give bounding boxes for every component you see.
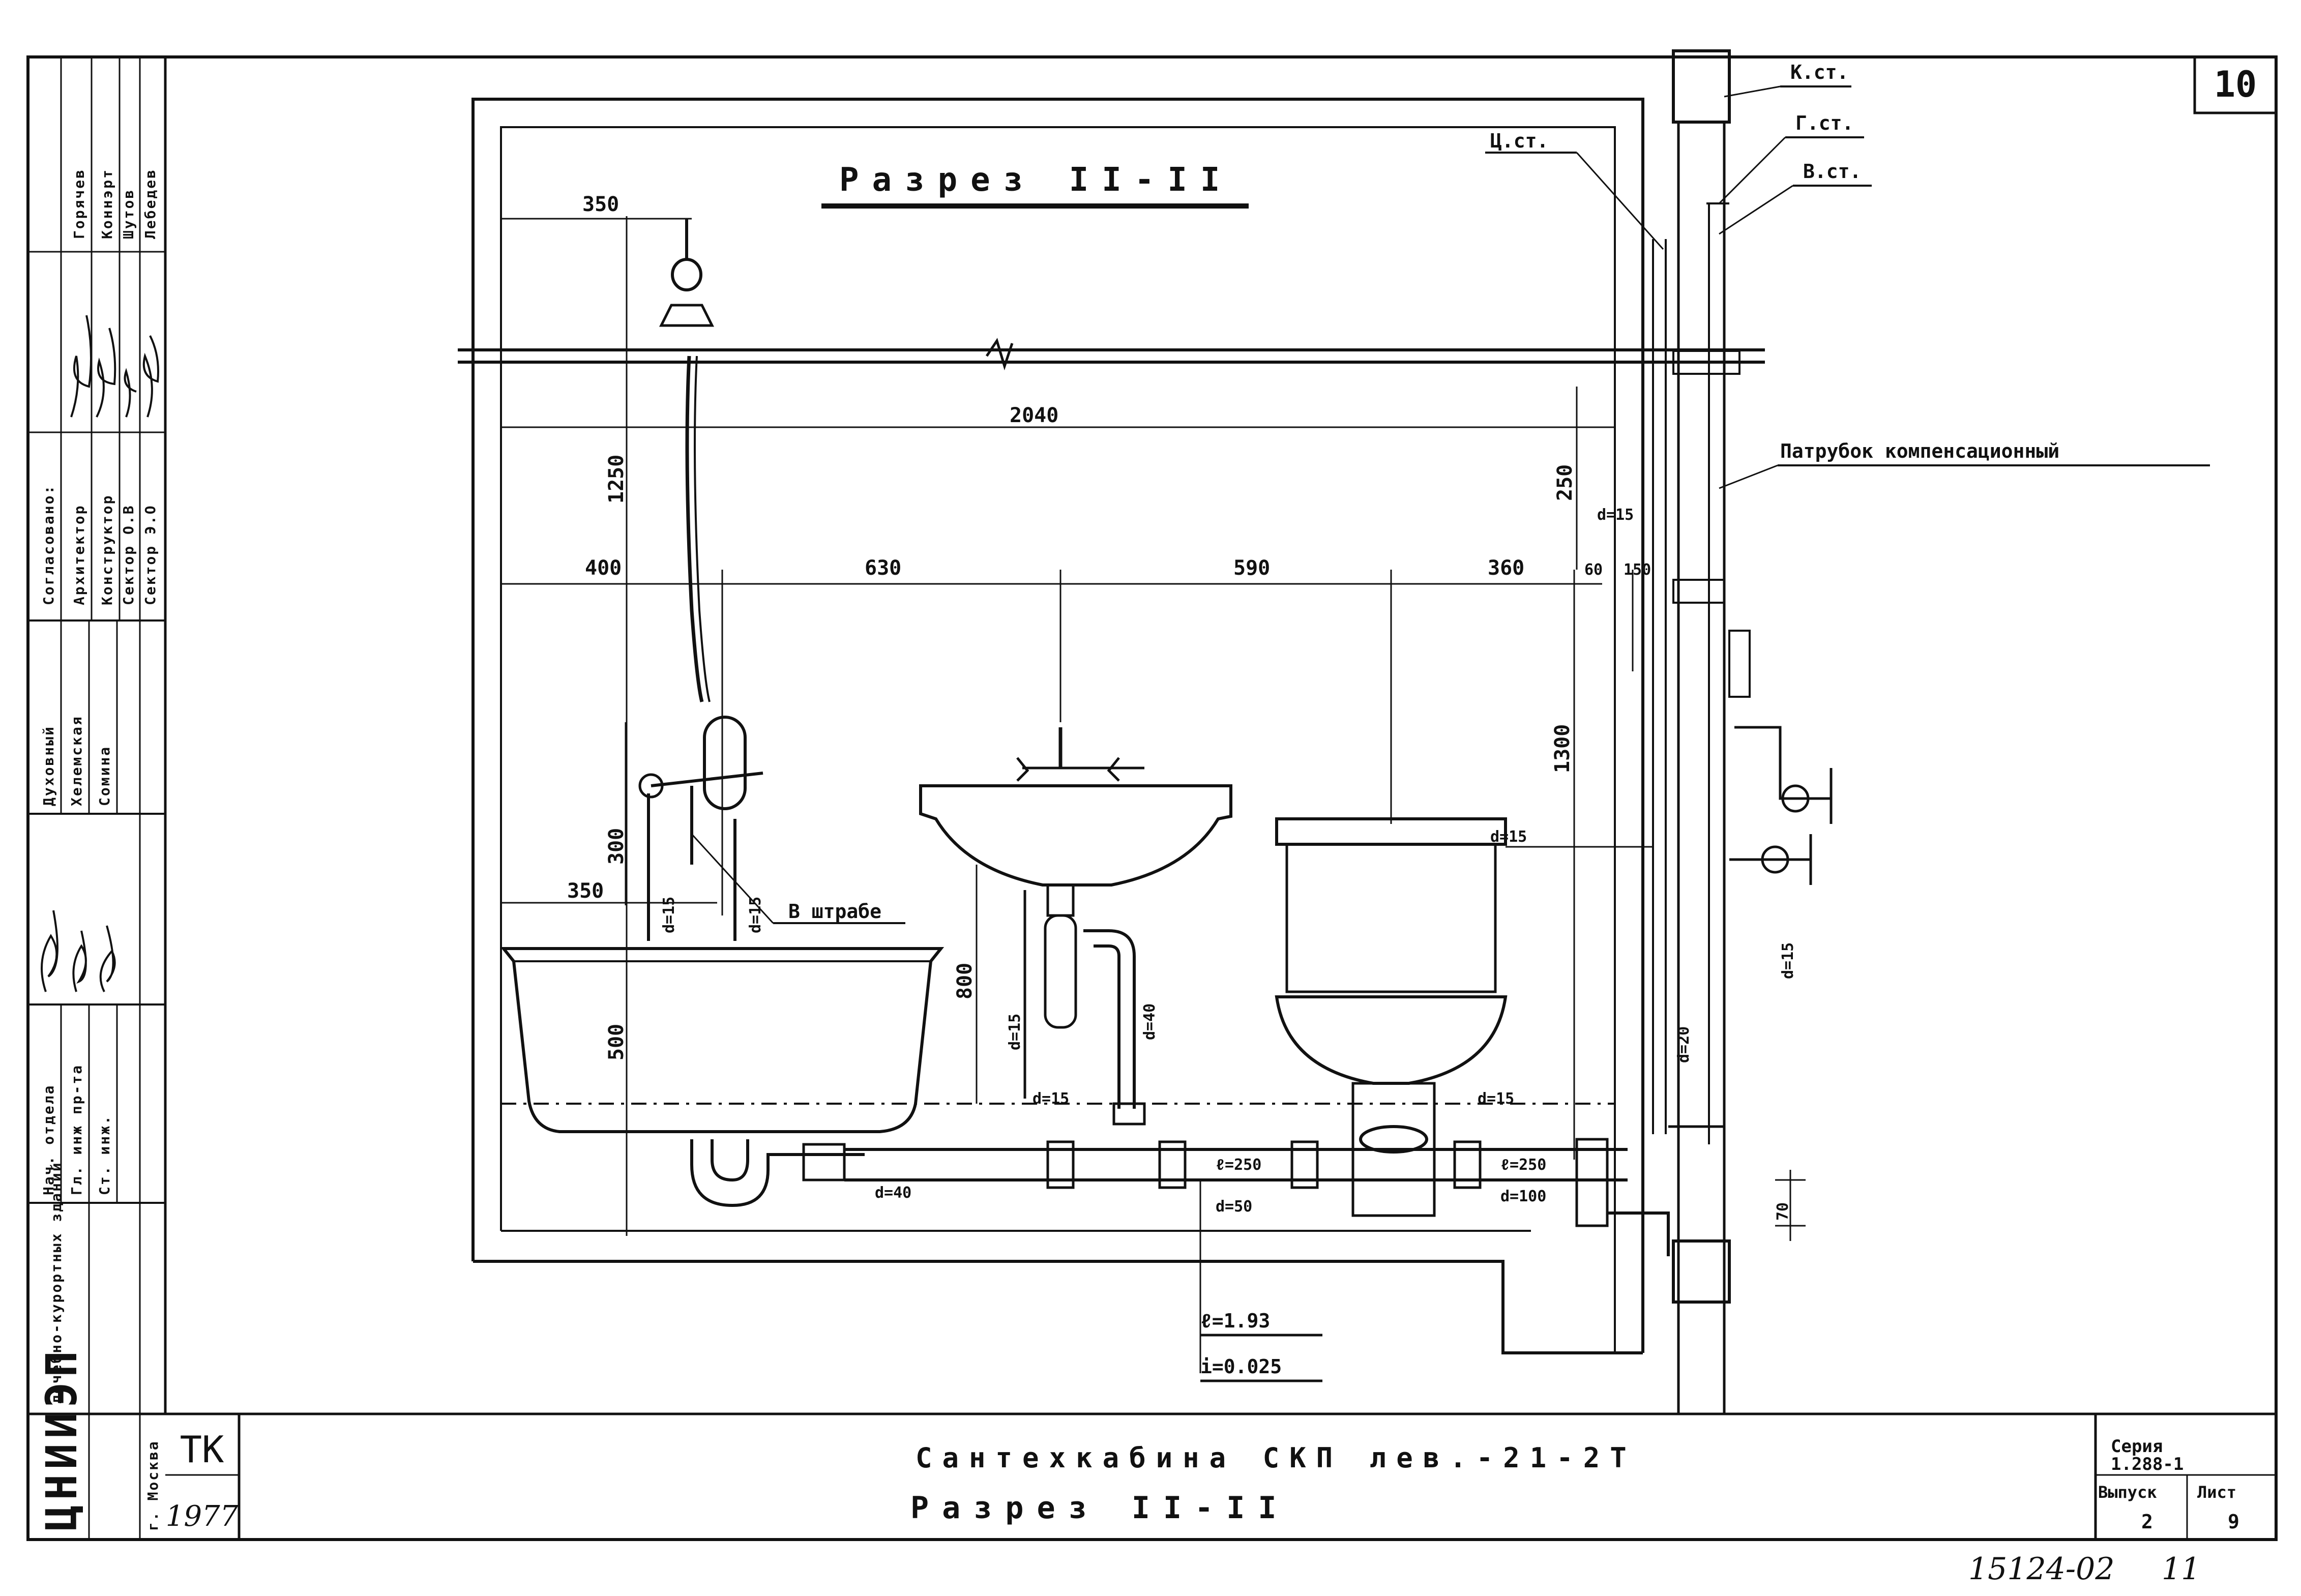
riser-c-leader bbox=[1576, 152, 1664, 250]
series-label: Серия bbox=[2111, 1436, 2163, 1457]
dim-vent-d: d=15 bbox=[1597, 506, 1634, 524]
compensator-label: Патрубок компенсационный bbox=[1780, 440, 2059, 462]
riser-k-leader bbox=[1724, 85, 1781, 98]
slope-gradient: i=0.025 bbox=[1200, 1355, 1282, 1378]
title-code: ТК bbox=[180, 1428, 224, 1471]
dim-segment-2: 630 bbox=[865, 556, 901, 580]
risers bbox=[1652, 49, 1833, 1415]
bottom-code-2: 11 bbox=[2162, 1551, 2200, 1587]
corner-number: 10 bbox=[2214, 64, 2257, 105]
approval-name-2: Коннэрт bbox=[99, 168, 115, 239]
dim-total-width: 2040 bbox=[1010, 404, 1058, 427]
sheet-label: Лист bbox=[2197, 1483, 2236, 1502]
riser-k-label: К.ст. bbox=[1790, 61, 1848, 83]
cistern-supply-d: d=15 bbox=[1490, 828, 1527, 846]
dim-riser-height: 1300 bbox=[1551, 724, 1574, 773]
issue-value: 2 bbox=[2141, 1511, 2153, 1533]
dim-shower-height: 1250 bbox=[605, 455, 628, 504]
staff-stamp: Духовный Хелемская Сомина Нач. отдела Гл… bbox=[28, 620, 165, 1204]
staff-name-3: Сомина bbox=[96, 746, 113, 806]
title-sub: Разрез II-II bbox=[910, 1490, 1289, 1526]
riser-v-leader bbox=[1719, 185, 1793, 235]
approval-signatures bbox=[70, 315, 159, 418]
dim-segment-1: 400 bbox=[585, 556, 622, 580]
sheet-value: 9 bbox=[2228, 1511, 2239, 1533]
approval-stamp: Согласовано: Архитектор Конструктор Сект… bbox=[28, 57, 165, 622]
drain-d100: d=100 bbox=[1500, 1188, 1546, 1205]
institute-stamp: лечебно-курортных зданий ЦНИИЭП г. Москв… bbox=[28, 1161, 165, 1540]
bottom-code-1: 15124-02 bbox=[1968, 1551, 2115, 1587]
approval-role-2: Конструктор bbox=[99, 494, 115, 605]
dimension-lines bbox=[501, 216, 1806, 1373]
chase-leader bbox=[691, 833, 774, 924]
riser-d20: d=20 bbox=[1675, 1026, 1693, 1063]
riser-v-label: В.ст. bbox=[1803, 160, 1861, 183]
riser-d15: d=15 bbox=[1779, 942, 1797, 979]
title-block: ТК 1977 Сантехкабина СКП лев.-21-2Т Разр… bbox=[165, 1412, 2276, 1540]
approval-name-3: Шутов bbox=[120, 189, 137, 239]
dim-vent-height: 250 bbox=[1553, 464, 1577, 501]
section-title: Разрез II-II bbox=[839, 161, 1233, 199]
approval-name-1: Горячев bbox=[71, 168, 87, 239]
toilet bbox=[1275, 817, 1508, 1217]
dim-segment-6: 150 bbox=[1624, 561, 1651, 579]
shower-assembly bbox=[638, 219, 763, 941]
drain-d40: d=40 bbox=[875, 1184, 911, 1202]
in-chase-label: В штрабе bbox=[788, 900, 881, 923]
staff-role-2: Гл. инж пр-та bbox=[68, 1064, 85, 1195]
dim-segment-5: 60 bbox=[1584, 561, 1603, 579]
dim-shower-offset: 350 bbox=[582, 193, 619, 216]
dim-bath-height: 500 bbox=[605, 1024, 628, 1060]
staff-role-3: Ст. инж. bbox=[96, 1114, 113, 1195]
approval-role-4: Сектор Э.О bbox=[142, 504, 159, 605]
drain-l250-a: ℓ=250 bbox=[1216, 1156, 1261, 1174]
approval-heading: Согласовано: bbox=[40, 484, 57, 605]
staff-signatures bbox=[41, 910, 116, 992]
dim-basin-height: 800 bbox=[953, 963, 977, 999]
institute-name: ЦНИИЭП bbox=[37, 1346, 86, 1531]
drain-pipes bbox=[844, 1138, 1670, 1256]
corner-number-box bbox=[2193, 55, 2278, 114]
bath-supply-d-left: d=15 bbox=[660, 897, 678, 933]
dim-floor-offset: 70 bbox=[1774, 1202, 1792, 1221]
staff-name-2: Хелемская bbox=[68, 715, 85, 806]
approval-role-3: Сектор О.В bbox=[120, 504, 137, 605]
basin-waste-d: d=40 bbox=[1141, 1003, 1159, 1040]
cabin-walls bbox=[458, 98, 1765, 1354]
bathtub bbox=[500, 947, 945, 1207]
riser-g-leader bbox=[1718, 136, 1786, 204]
basin-supply-d: d=15 bbox=[1032, 1090, 1069, 1108]
title-main: Сантехкабина СКП лев.-21-2Т bbox=[916, 1442, 1637, 1474]
washbasin bbox=[919, 727, 1232, 1126]
riser-g-label: Г.ст. bbox=[1795, 112, 1853, 134]
compensator-leader bbox=[1719, 464, 1778, 489]
title-year: 1977 bbox=[166, 1500, 239, 1533]
drain-l250-b: ℓ=250 bbox=[1500, 1156, 1546, 1174]
staff-name-1: Духовный bbox=[40, 725, 57, 806]
slope-length: ℓ=1.93 bbox=[1200, 1310, 1270, 1332]
staff-role-1: Нач. отдела bbox=[40, 1084, 57, 1195]
institute-city: г. Москва bbox=[144, 1440, 161, 1531]
issue-label: Выпуск bbox=[2098, 1483, 2157, 1502]
dim-mixer-height: 300 bbox=[605, 828, 628, 865]
floor-d15-right: d=15 bbox=[1478, 1090, 1514, 1108]
bath-supply-d-right: d=15 bbox=[747, 897, 764, 933]
dim-segment-4: 360 bbox=[1488, 556, 1524, 580]
dim-segment-3: 590 bbox=[1233, 556, 1270, 580]
approval-role-1: Архитектор bbox=[71, 504, 87, 605]
sheet-frame bbox=[26, 55, 2278, 1541]
series-value: 1.288-1 bbox=[2111, 1454, 2184, 1474]
approval-name-4: Лебедев bbox=[142, 168, 159, 239]
basin-drop-d: d=15 bbox=[1006, 1014, 1024, 1050]
riser-c-label: Ц.ст. bbox=[1490, 130, 1548, 152]
dim-bath-inset: 350 bbox=[567, 879, 604, 903]
institute-branch: лечебно-курортных зданий bbox=[48, 1161, 65, 1404]
drain-d50: d=50 bbox=[1216, 1198, 1252, 1216]
